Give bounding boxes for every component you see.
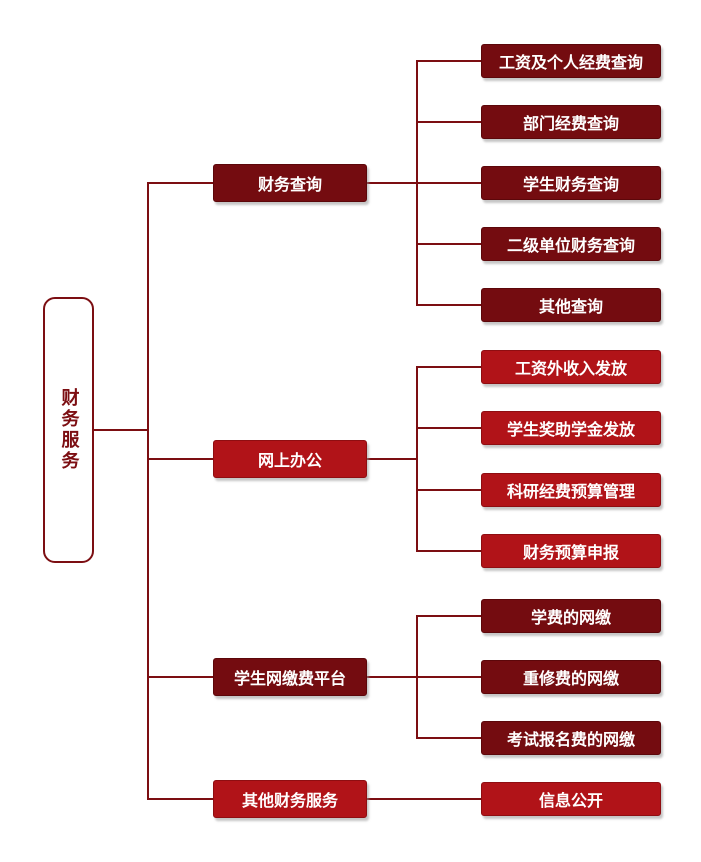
leaf-department-funds-query[interactable]: 部门经费查询: [481, 105, 661, 139]
leaf-research-funds-budget-management[interactable]: 科研经费预算管理: [481, 473, 661, 507]
branch-student-payment-platform[interactable]: 学生网缴费平台: [213, 658, 367, 696]
leaf-label: 其他查询: [538, 297, 603, 316]
connector-leaf-stub: [416, 243, 481, 245]
connector-leaf-stub: [416, 489, 481, 491]
leaf-label: 财务预算申报: [522, 543, 619, 562]
leaf-student-scholarship-grant-payout[interactable]: 学生奖助学金发放: [481, 411, 661, 445]
leaf-retake-fee-online-payment[interactable]: 重修费的网缴: [481, 660, 661, 694]
leaf-label: 科研经费预算管理: [506, 482, 635, 501]
leaf-financial-budget-declaration[interactable]: 财务预算申报: [481, 534, 661, 568]
root-financial-services[interactable]: 财务服务: [43, 297, 94, 563]
branch-label: 财务查询: [257, 175, 322, 194]
connector-leaf-stub: [416, 182, 481, 184]
connector-trunk-to-branch-3: [147, 798, 213, 800]
connector-trunk-to-branch-1: [147, 458, 213, 460]
leaf-extra-salary-income-payout[interactable]: 工资外收入发放: [481, 350, 661, 384]
connector-leaf-stub: [416, 427, 481, 429]
connector-leaf-stub: [416, 737, 481, 739]
branch-label: 学生网缴费平台: [233, 669, 346, 688]
leaf-other-query[interactable]: 其他查询: [481, 288, 661, 322]
branch-label: 网上办公: [257, 451, 322, 470]
leaf-label: 工资及个人经费查询: [498, 53, 643, 72]
connector-branch-3-to-leaf: [367, 798, 481, 800]
leaf-label: 学生财务查询: [522, 175, 619, 194]
connector-leaf-stub: [416, 676, 481, 678]
leaf-student-finance-query[interactable]: 学生财务查询: [481, 166, 661, 200]
leaf-label: 重修费的网缴: [522, 669, 619, 688]
leaf-exam-registration-fee-online-payment[interactable]: 考试报名费的网缴: [481, 721, 661, 755]
branch-label: 其他财务服务: [241, 791, 338, 810]
connector-branch-1-vertical: [416, 366, 418, 552]
connector-branch-2-out: [367, 676, 417, 678]
leaf-secondary-unit-finance-query[interactable]: 二级单位财务查询: [481, 227, 661, 261]
connector-trunk-to-branch-0: [147, 182, 213, 184]
leaf-tuition-online-payment[interactable]: 学费的网缴: [481, 599, 661, 633]
branch-online-office[interactable]: 网上办公: [213, 440, 367, 478]
leaf-label: 部门经费查询: [522, 114, 619, 133]
leaf-label: 二级单位财务查询: [506, 236, 635, 255]
connector-root-to-trunk: [94, 429, 148, 431]
connector-trunk-to-branch-2: [147, 676, 213, 678]
leaf-label: 学费的网缴: [530, 608, 611, 627]
connector-leaf-stub: [416, 615, 481, 617]
root-label: 财务服务: [58, 388, 80, 472]
connector-trunk: [147, 182, 149, 800]
connector-branch-1-out: [367, 458, 417, 460]
leaf-label: 信息公开: [538, 791, 603, 810]
connector-leaf-stub: [416, 304, 481, 306]
connector-branch-0-out: [367, 182, 417, 184]
connector-leaf-stub: [416, 550, 481, 552]
connector-leaf-stub: [416, 60, 481, 62]
leaf-label: 学生奖助学金发放: [506, 420, 635, 439]
leaf-label: 考试报名费的网缴: [506, 730, 635, 749]
leaf-information-disclosure[interactable]: 信息公开: [481, 782, 661, 816]
connector-leaf-stub: [416, 366, 481, 368]
branch-financial-query[interactable]: 财务查询: [213, 164, 367, 202]
connector-leaf-stub: [416, 121, 481, 123]
leaf-salary-personal-funds-query[interactable]: 工资及个人经费查询: [481, 44, 661, 78]
leaf-label: 工资外收入发放: [514, 359, 627, 378]
branch-other-financial-services[interactable]: 其他财务服务: [213, 780, 367, 818]
